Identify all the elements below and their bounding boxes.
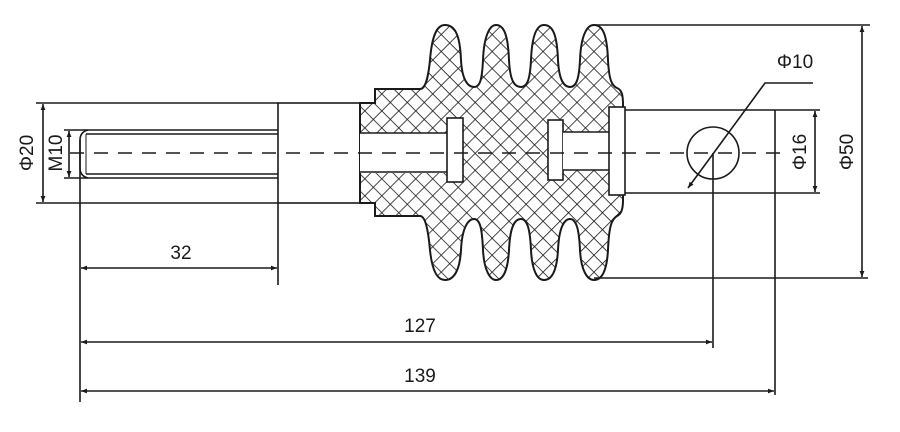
eye-shaft xyxy=(625,109,820,395)
label-139: 139 xyxy=(404,366,436,387)
label-phi10: Φ10 xyxy=(777,52,813,73)
label-phi20: Φ20 xyxy=(17,135,38,171)
right-nut xyxy=(547,119,564,181)
label-phi50: Φ50 xyxy=(837,134,858,170)
label-m10: M10 xyxy=(46,135,67,172)
left-nut xyxy=(446,117,464,183)
label-32: 32 xyxy=(170,243,191,264)
end-washer xyxy=(608,106,626,196)
threaded-stud xyxy=(64,129,278,179)
inner-bore xyxy=(360,106,626,196)
label-phi16: Φ16 xyxy=(790,134,811,170)
phi20-extension-lines xyxy=(36,102,278,204)
label-127: 127 xyxy=(404,316,436,337)
phi10-leader xyxy=(687,82,813,189)
collar xyxy=(277,102,361,285)
phi50-extension-lines xyxy=(594,24,870,279)
